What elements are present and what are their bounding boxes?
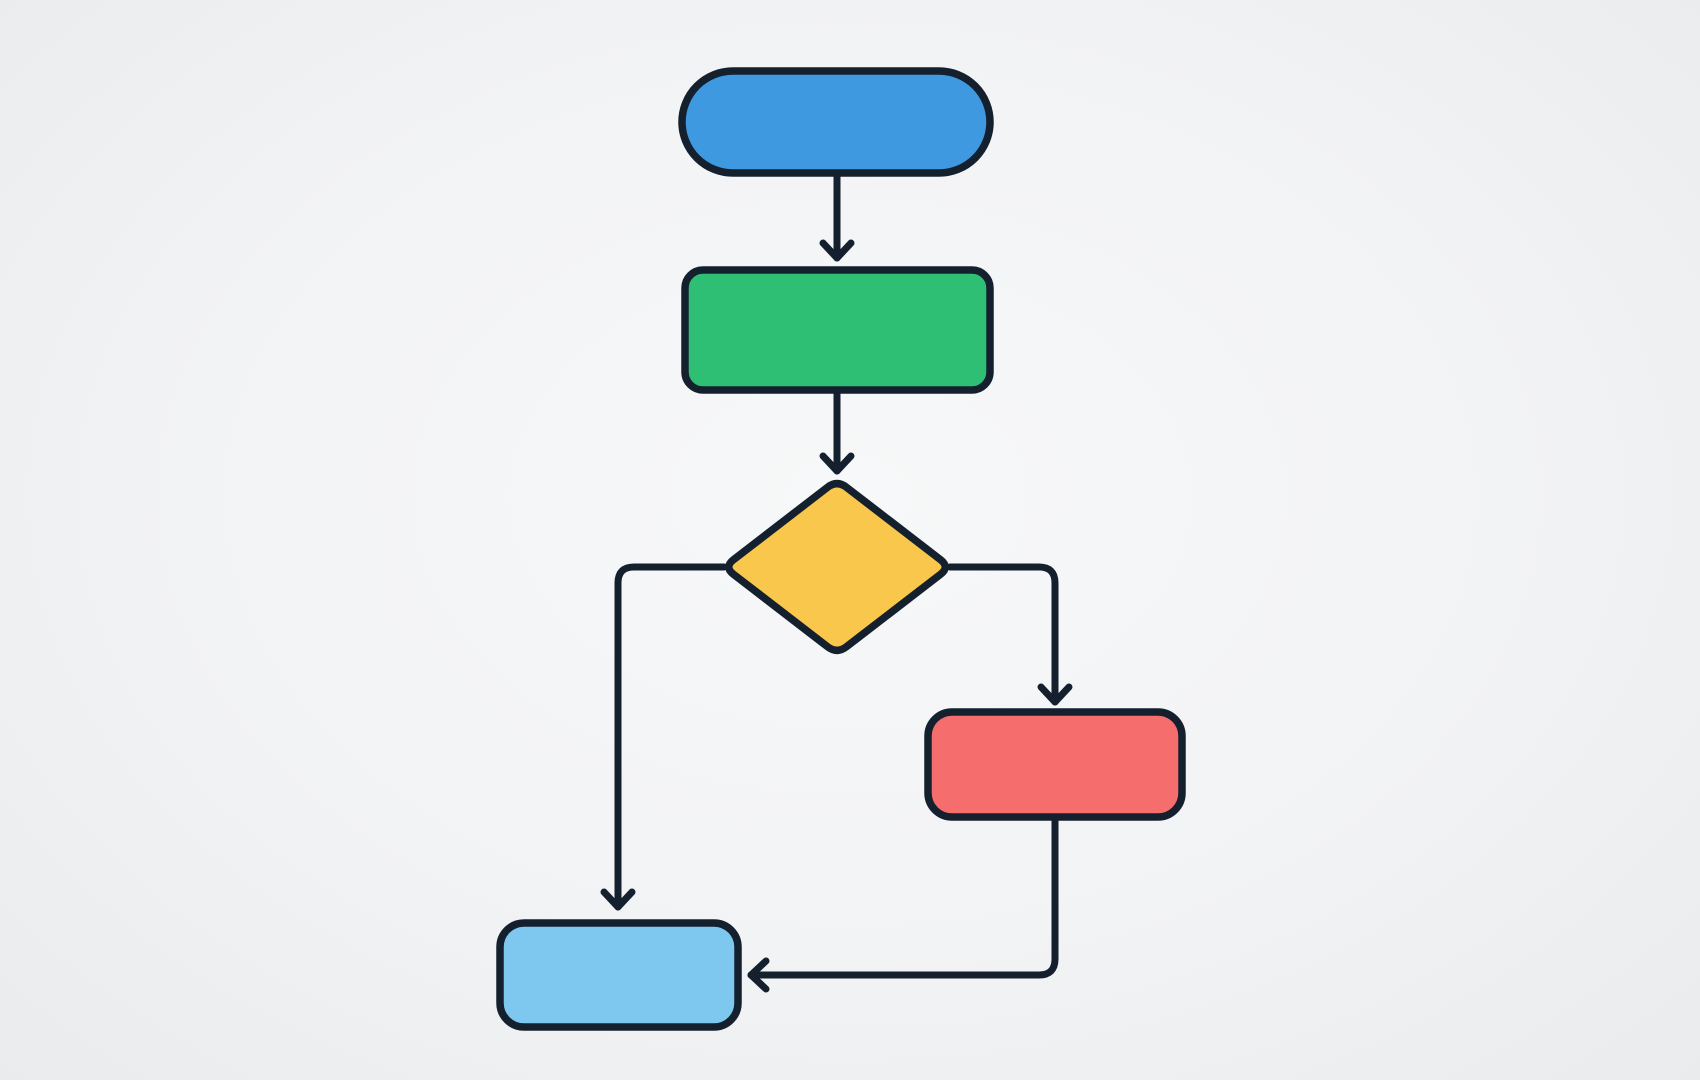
arrowhead-down-icon (1037, 683, 1073, 706)
arrowhead-down-icon (600, 888, 636, 911)
edge-step2-to-end-path (747, 813, 1059, 979)
node-step1-process (681, 266, 994, 394)
node-start-terminator (678, 67, 994, 177)
edge-decision-to-step2 (946, 563, 1073, 706)
edge-step2-to-end (747, 813, 1059, 993)
arrowhead-left-icon (747, 957, 770, 993)
edge-decision-to-end-path (614, 563, 728, 911)
arrowhead-down-icon (819, 239, 855, 262)
node-decision-diamond (725, 479, 949, 655)
arrowhead-down-icon (819, 452, 855, 475)
edge-decision-to-end (600, 563, 728, 911)
node-end-process (496, 919, 742, 1031)
edge-step1-to-decision (819, 386, 855, 475)
node-step2-process (924, 708, 1186, 821)
edge-decision-to-step2-path (946, 563, 1059, 706)
edge-start-to-step1 (819, 169, 855, 262)
